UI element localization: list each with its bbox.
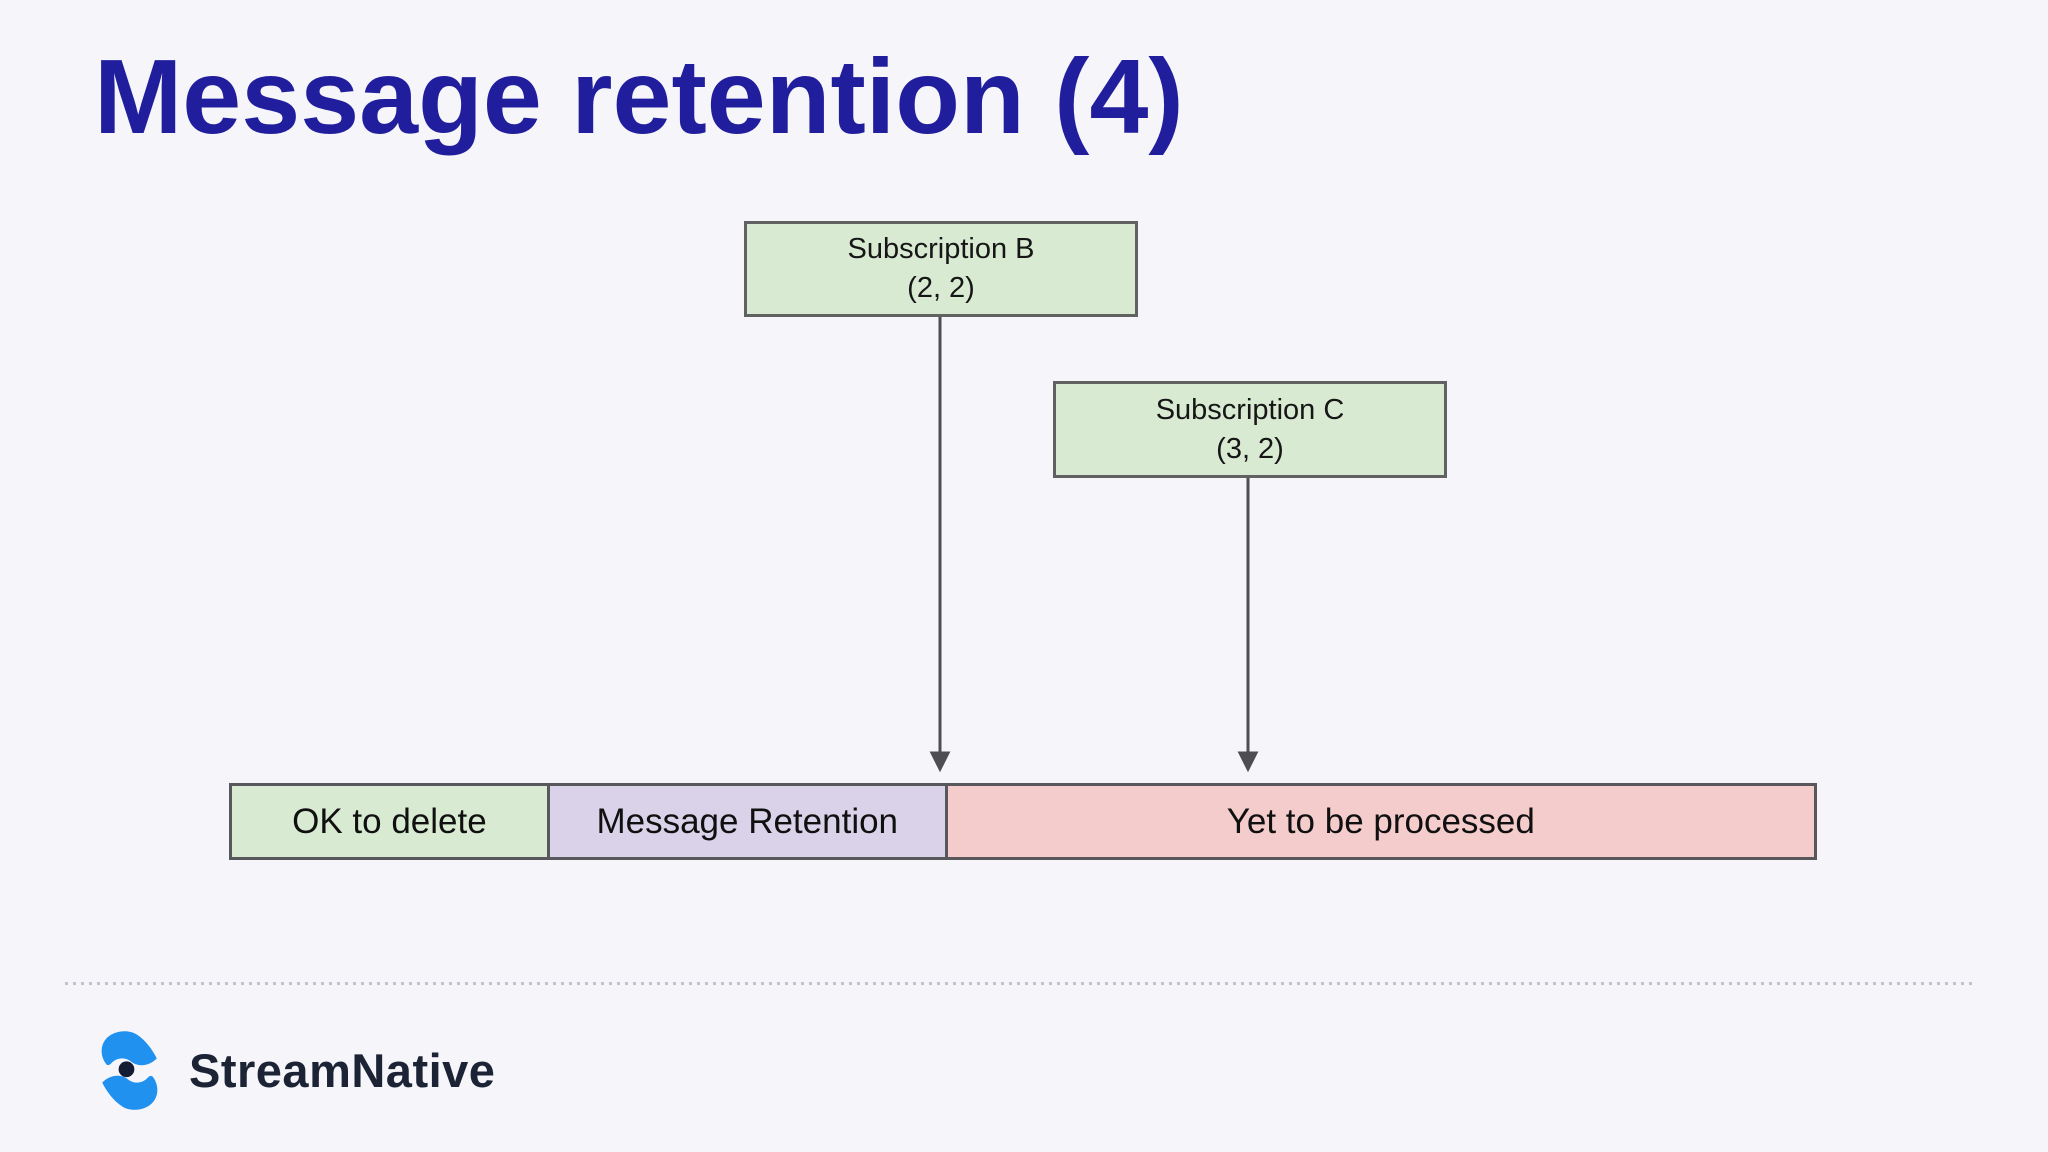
segment-ok-to-delete-label: OK to delete [292,801,487,841]
subscription-b-label: Subscription B [847,233,1035,266]
segment-message-retention-label: Message Retention [596,801,899,841]
subscription-b-box: Subscription B (2, 2) [744,221,1138,317]
footer-brand: StreamNative [98,1028,495,1113]
segment-yet-to-be-processed: Yet to be processed [944,786,1814,857]
subscription-c-box: Subscription C (3, 2) [1053,381,1447,478]
footer-dotted-divider [65,982,1977,985]
segment-message-retention: Message Retention [546,786,945,857]
page-title: Message retention (4) [94,38,1184,156]
subscription-c-cursor-value: (3, 2) [1216,432,1284,465]
streamnative-logo-icon [101,1031,158,1110]
streamnative-wordmark: StreamNative [189,1044,496,1097]
subscription-c-label: Subscription C [1155,393,1345,426]
segment-ok-to-delete: OK to delete [232,786,547,857]
retention-bar: OK to delete Message Retention Yet to be… [229,783,1817,860]
segment-yet-to-be-processed-label: Yet to be processed [1226,801,1535,841]
subscription-b-cursor-value: (2, 2) [907,272,975,304]
